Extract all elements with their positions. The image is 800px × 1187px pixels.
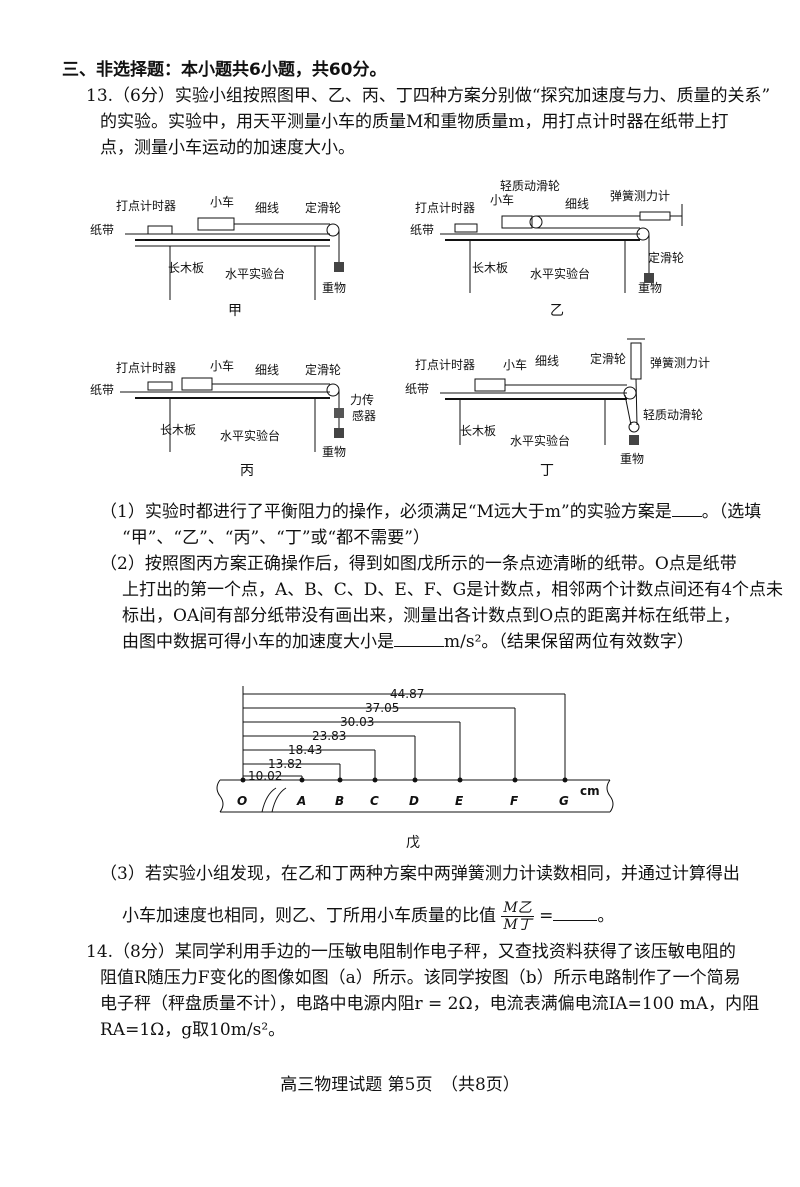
q13-part2-line2: 上打出的第一个点，A、B、C、D、E、F、G是计数点，相邻两个计数点间还有4个点… [122,580,784,600]
label-pulley: 定滑轮 [648,250,684,265]
dist-od: 23.83 [312,729,346,743]
mass-ratio-fraction: M乙 M丁 [501,900,534,933]
q13-part3-line1: （3）若实验小组发现，在乙和丁两种方案中两弹簧测力计读数相同，并通过计算得出 [100,864,740,884]
q13-line-3: 点，测量小车运动的加速度大小。 [100,138,355,158]
label-pulley: 定滑轮 [590,351,626,366]
label-cart: 小车 [210,358,234,373]
caption-ding: 丁 [540,463,554,479]
label-string: 细线 [255,201,279,215]
label-table: 水平实验台 [530,266,590,281]
label-cart: 小车 [490,192,514,207]
dist-ob: 13.82 [268,757,302,771]
q13-part3-line2: 小车加速度也相同，则乙、丁所用小车质量的比值 M乙 M丁 =。 [122,900,615,933]
label-force-sensor-1: 力传 [350,392,374,407]
label-board: 长木板 [472,261,508,275]
label-weight: 重物 [322,281,346,295]
label-string: 细线 [255,363,279,377]
dist-og: 44.87 [390,687,424,701]
label-pulley: 定滑轮 [305,362,341,377]
label-weight: 重物 [322,445,346,459]
figure-wu-tape: 44.87 37.05 30.03 23.83 18.43 13.82 10.0… [216,686,614,813]
label-timer: 打点计时器 [415,201,475,215]
page-footer: 高三物理试题 第5页 （共8页） [280,1075,520,1095]
label-cart: 小车 [210,194,234,209]
q13-part1-line1: （1）实验时都进行了平衡阻力的操作，必须满足“M远大于m”的实验方案是。（选填 [100,500,762,522]
label-spring-scale: 弹簧测力计 [610,188,670,203]
label-board: 长木板 [160,423,196,437]
tape-unit: cm [580,784,600,798]
label-force-sensor-2: 感器 [352,408,376,423]
point-c: C [370,794,379,808]
caption-wu: 戊 [406,835,420,851]
point-a: A [296,794,306,808]
label-cart: 小车 [503,357,527,372]
label-table: 水平实验台 [225,266,285,281]
label-board: 长木板 [168,261,204,275]
q14-line-4: RA=1Ω，g取10m/s²。 [100,1020,286,1040]
dist-of: 37.05 [365,701,399,715]
label-tape: 纸带 [405,382,429,396]
point-b: B [335,794,344,808]
answer-blank-1[interactable] [671,500,702,517]
section-header: 三、非选择题：本小题共6小题，共60分。 [62,60,387,80]
label-string: 细线 [535,354,559,368]
caption-jia: 甲 [228,303,242,319]
answer-blank-3[interactable] [553,904,598,921]
label-pulley: 定滑轮 [305,200,341,215]
q13-part2-line3: 标出，OA间有部分纸带没有画出来，测量出各计数点到O点的距离并标在纸带上， [122,606,741,626]
label-tape: 纸带 [410,223,434,237]
label-weight: 重物 [638,281,662,295]
q13-part2-line1: （2）按照图丙方案正确操作后，得到如图戊所示的一条点迹清晰的纸带。O点是纸带 [100,554,737,574]
figure-yi: 轻质动滑轮 弹簧测力计 打点计时器 小车 细线 纸带 定滑轮 长木板 水平实验台… [410,179,684,295]
q13-line-2: 的实验。实验中，用天平测量小车的质量M和重物质量m，用打点计时器在纸带上打 [100,112,729,132]
point-e: E [455,794,464,808]
caption-yi: 乙 [550,303,564,319]
label-string: 细线 [565,197,589,211]
q13-line-1: 13.（6分）实验小组按照图甲、乙、丙、丁四种方案分别做“探究加速度与力、质量的… [86,86,771,106]
dist-oa: 10.02 [248,769,282,783]
label-board: 长木板 [460,424,496,438]
figure-bing: 打点计时器 小车 细线 定滑轮 纸带 力传 感器 长木板 水平实验台 重物 [90,358,376,459]
label-table: 水平实验台 [510,433,570,448]
label-spring-scale: 弹簧测力计 [650,355,710,370]
label-weight: 重物 [620,452,644,466]
point-g: G [559,794,569,808]
label-timer: 打点计时器 [116,199,176,213]
q14-line-2: 阻值R随压力F变化的图像如图（a）所示。该同学按图（b）所示电路制作了一个简易 [100,968,741,988]
label-movable-pulley: 轻质动滑轮 [643,408,703,422]
label-movable-pulley: 轻质动滑轮 [500,179,560,193]
dist-oe: 30.03 [340,715,374,729]
label-timer: 打点计时器 [116,361,176,375]
q14-line-1: 14.（8分）某同学利用手边的一压敏电阻制作电子秤，又查找资料获得了该压敏电阻的 [86,942,736,962]
label-tape: 纸带 [90,383,114,397]
q13-part1-line2: “甲”、“乙”、“丙”、“丁”或“都不需要”） [122,528,430,548]
figure-ding: 打点计时器 小车 细线 定滑轮 弹簧测力计 纸带 轻质动滑轮 长木板 水平实验台… [405,338,710,466]
caption-bing: 丙 [240,463,254,479]
answer-blank-2[interactable] [394,630,444,647]
dist-oc: 18.43 [288,743,322,757]
label-timer: 打点计时器 [415,358,475,372]
figure-jia: 打点计时器 小车 细线 定滑轮 纸带 长木板 水平实验台 重物 [90,194,346,300]
point-f: F [510,794,519,808]
point-o: O [237,794,247,808]
label-table: 水平实验台 [220,428,280,443]
label-tape: 纸带 [90,223,114,237]
q14-line-3: 电子秤（秤盘质量不计），电路中电源内阻r = 2Ω，电流表满偏电流IA=100 … [100,994,760,1014]
point-d: D [409,794,419,808]
